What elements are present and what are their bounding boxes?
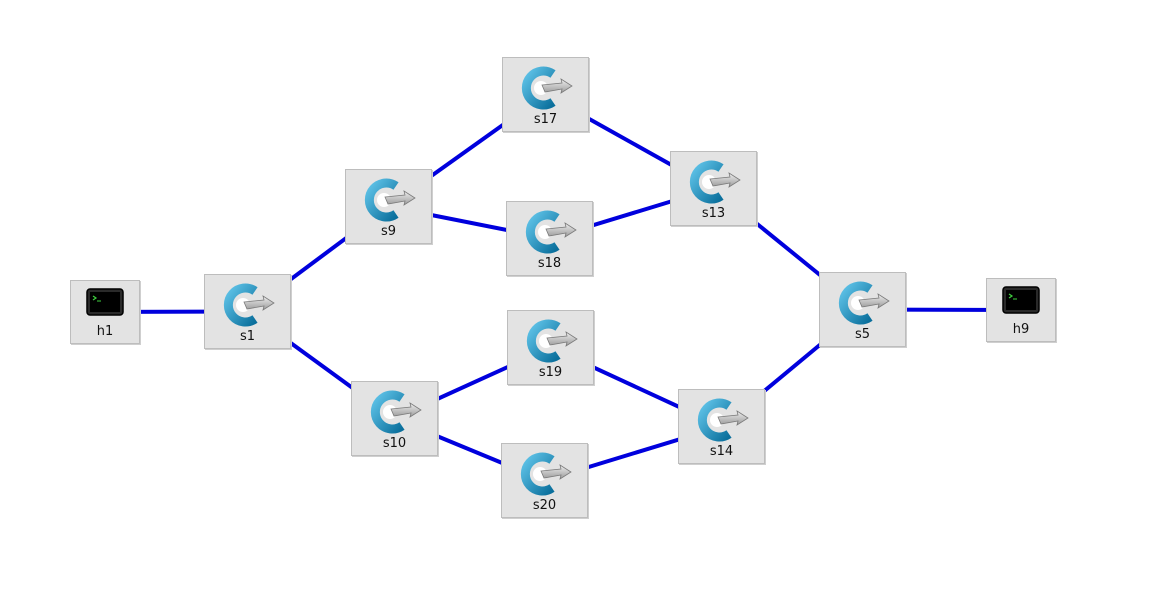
node-label: h1 bbox=[96, 324, 114, 339]
node-label: s10 bbox=[382, 436, 407, 451]
openflow-switch-icon bbox=[523, 317, 579, 369]
openflow-switch-icon bbox=[361, 176, 417, 228]
node-s17[interactable]: s17 bbox=[502, 57, 589, 132]
node-s10[interactable]: s10 bbox=[351, 381, 438, 456]
openflow-switch-icon bbox=[694, 396, 750, 448]
node-label: s13 bbox=[701, 206, 726, 221]
node-s19[interactable]: s19 bbox=[507, 310, 594, 385]
node-s18[interactable]: s18 bbox=[506, 201, 593, 276]
node-label: s5 bbox=[854, 327, 871, 342]
node-s1[interactable]: s1 bbox=[204, 274, 291, 349]
terminal-icon bbox=[86, 288, 124, 320]
node-s14[interactable]: s14 bbox=[678, 389, 765, 464]
node-label: s1 bbox=[239, 329, 256, 344]
node-s5[interactable]: s5 bbox=[819, 272, 906, 347]
node-label: s18 bbox=[537, 256, 562, 271]
openflow-switch-icon bbox=[522, 208, 578, 260]
node-label: s9 bbox=[380, 224, 397, 239]
node-h9[interactable]: h9 bbox=[986, 278, 1056, 342]
node-h1[interactable]: h1 bbox=[70, 280, 140, 344]
node-label: s14 bbox=[709, 444, 734, 459]
openflow-switch-icon bbox=[220, 281, 276, 333]
openflow-switch-icon bbox=[686, 158, 742, 210]
node-s9[interactable]: s9 bbox=[345, 169, 432, 244]
node-label: s19 bbox=[538, 365, 563, 380]
node-s20[interactable]: s20 bbox=[501, 443, 588, 518]
node-s13[interactable]: s13 bbox=[670, 151, 757, 226]
node-label: h9 bbox=[1012, 322, 1030, 337]
node-label: s20 bbox=[532, 498, 557, 513]
openflow-switch-icon bbox=[518, 64, 574, 116]
terminal-icon bbox=[1002, 286, 1040, 318]
openflow-switch-icon bbox=[517, 450, 573, 502]
openflow-switch-icon bbox=[835, 279, 891, 331]
openflow-switch-icon bbox=[367, 388, 423, 440]
node-label: s17 bbox=[533, 112, 558, 127]
